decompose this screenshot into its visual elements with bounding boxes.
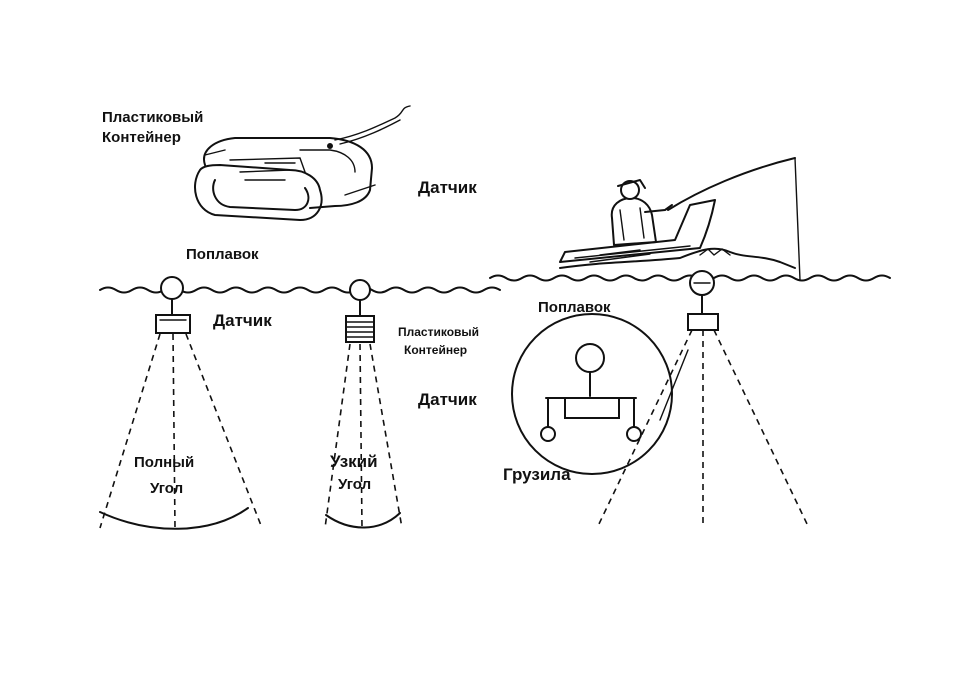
sensor-icon	[565, 398, 619, 418]
label-container-mid-2: Контейнер	[404, 343, 467, 357]
sinker-icon	[541, 427, 555, 441]
sinker-detail-circle	[512, 314, 672, 474]
container-icon	[346, 316, 374, 342]
float-icon	[576, 344, 604, 372]
label-wide-angle-2: Угол	[150, 480, 183, 497]
float-icon	[161, 277, 183, 299]
label-sensor-top: Датчик	[418, 178, 477, 197]
float-icon	[350, 280, 370, 300]
label-narrow-angle-2: Угол	[338, 476, 371, 493]
label-sinkers: Грузила	[503, 465, 571, 484]
waterline	[100, 276, 890, 293]
sensor-icon	[688, 314, 718, 330]
label-wide-angle-1: Полный	[134, 454, 194, 471]
label-container-top-2: Контейнер	[102, 129, 181, 146]
label-container-mid-1: Пластиковый	[398, 325, 479, 339]
label-sensor-left: Датчик	[213, 311, 272, 330]
label-narrow-angle-1: Узкий	[330, 452, 378, 471]
label-float-top: Поплавок	[186, 246, 259, 263]
label-sensor-right: Датчик	[418, 390, 477, 409]
plastic-container-illustration	[195, 106, 410, 220]
label-float-right: Поплавок	[538, 299, 611, 316]
labels: Пластиковый Контейнер Датчик Поплавок Да…	[102, 109, 611, 497]
label-container-top-1: Пластиковый	[102, 109, 203, 126]
sensor-icon	[156, 315, 190, 333]
boat-fisherman-illustration	[560, 158, 800, 280]
